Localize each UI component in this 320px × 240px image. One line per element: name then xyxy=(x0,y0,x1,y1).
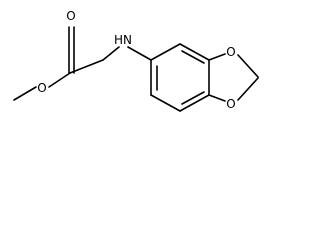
bond-bottom-oxygen-methylene xyxy=(237,77,259,101)
ring-oxygen-top-label: O xyxy=(226,45,235,59)
ring-double-bond-c xyxy=(181,50,205,64)
ring-oxygen-bottom-label: O xyxy=(226,97,235,111)
bond-ring-bottom-oxygen xyxy=(208,94,226,102)
bond-methylene-amine xyxy=(102,46,120,61)
ring-double-bond-b xyxy=(181,91,205,105)
carbonyl-oxygen-label: O xyxy=(66,9,75,23)
skeletal-structure: O O H​N O O xyxy=(13,9,259,112)
bonds xyxy=(13,26,259,112)
bond-amine-ring xyxy=(127,46,152,61)
bond-methyl-ester-oxygen xyxy=(13,86,37,101)
ring-bond-3 xyxy=(179,94,210,112)
ring-bond-6 xyxy=(150,43,181,61)
bond-ester-oxygen-carbonyl xyxy=(48,72,71,88)
ester-oxygen-label: O xyxy=(37,81,46,95)
amine-label: H​N xyxy=(114,33,132,47)
bond-top-oxygen-methylene xyxy=(237,54,259,78)
ring-bond-2 xyxy=(150,94,181,112)
ring-bond-5 xyxy=(179,43,210,61)
atom-labels: O O H​N O O xyxy=(37,9,235,111)
bond-carbonyl-methylene xyxy=(69,59,104,74)
bond-ring-top-oxygen xyxy=(208,53,226,61)
